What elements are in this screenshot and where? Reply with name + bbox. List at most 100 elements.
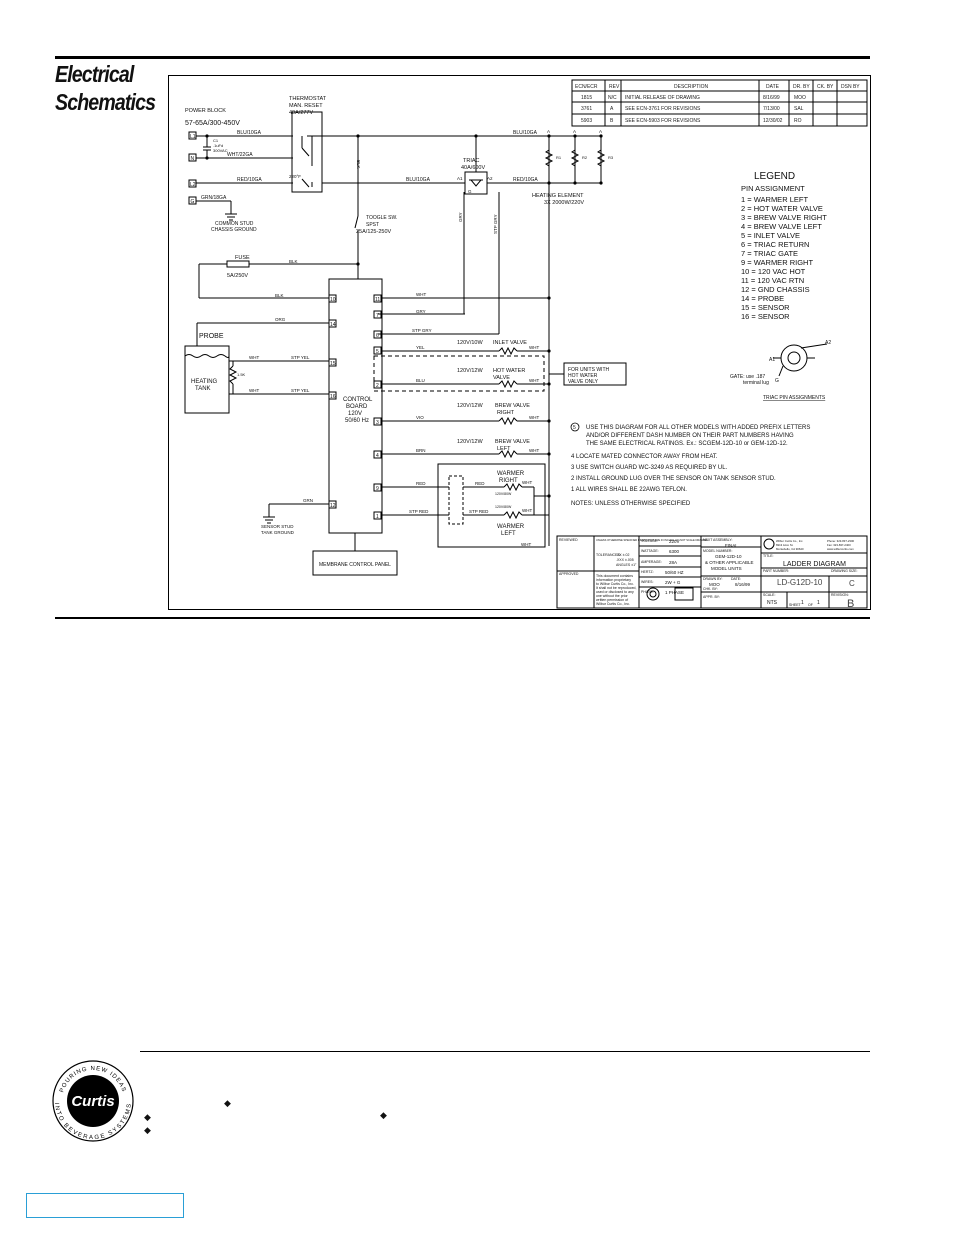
tb-hertz-label: HERTZ: [641, 570, 654, 574]
pin-3-label: 3 [376, 420, 379, 426]
legend-item-2: 2 = HOT WATER VALVE [741, 204, 823, 213]
wire-probe-wht1: WHT [249, 355, 259, 360]
warmer-left-1: WARMER [497, 524, 525, 530]
heating-tank [184, 345, 230, 414]
tb-company3: Montebello, CA 90640 [776, 547, 804, 551]
tb-phone1: Phone: 323-837-2300 [827, 539, 855, 543]
sensor-ground-2: TANK GROUND [261, 530, 295, 535]
inlet-rating: 120V/10W [457, 340, 483, 346]
wire-stp-gry-6: STP GRY [412, 328, 432, 333]
schematic-frame: ECN/ECR REV DESCRIPTION DATE DR. BY CK. … [168, 75, 871, 610]
tb-drawn: MOO [709, 582, 720, 587]
tb-prop3: to Wilbur Curtis Co., Inc. [596, 582, 634, 586]
tb-prop6: one without the prior [596, 594, 629, 598]
note-5-line1: USE THIS DIAGRAM FOR ALL OTHER MODELS WI… [586, 425, 810, 431]
membrane-label: MEMBRANE CONTROL PANEL [319, 562, 391, 568]
sensor-ground-1: SENSOR STUD [261, 524, 294, 529]
tb-of: OF [808, 603, 813, 607]
legend-item-4: 4 = BREW VALVE LEFT [741, 222, 822, 231]
tb-amps: 28A [669, 560, 677, 565]
note-5-line2: AND/OR DIFFERENT DASH NUMBER ON THEIR PA… [586, 433, 794, 439]
rev-header-dsn: DSN BY [841, 84, 860, 90]
tb-prop8: Wilbur Curtis Co., Inc. [596, 602, 630, 606]
triac-line1: TRIAC [463, 158, 480, 164]
rev-row1-dr: MOO [794, 95, 806, 101]
note-2: 2 INSTALL GROUND LUG OVER THE SENSOR ON … [571, 476, 776, 482]
tb-rev-label: REVISION: [831, 593, 849, 597]
wire-triac-gry: GRY [458, 212, 463, 222]
logo-name: Curtis [71, 1093, 114, 1110]
bottom-rule [55, 617, 870, 619]
tb-phone3: www.wilburcurtis.com [827, 547, 854, 551]
warmer-right-2: RIGHT [499, 478, 518, 484]
wire-triac-blu: BLU/10GA [406, 177, 431, 183]
tb-hertz: 50/60 HZ [665, 570, 684, 575]
tb-sheet: 1 [801, 600, 804, 606]
triac-legend-title: TRIAC PIN ASSIGNMENTS [763, 395, 826, 401]
tb-size-label: DRAWING SIZE: [831, 569, 858, 573]
hot-name1: HOT WATER [493, 368, 525, 374]
wire-wht-3: WHT [529, 415, 539, 420]
warmer-left-rating: 120V/80W [495, 505, 512, 509]
power-block-label: POWER BLOCK [185, 108, 226, 114]
terminal-l1-label: L1 [190, 134, 196, 140]
tb-wires: 2W + G [665, 580, 681, 585]
legend-item-6: 6 = TRIAC RETURN [741, 240, 809, 249]
rev-row1-ecn: 1815 [581, 95, 592, 101]
page-number-box [26, 1193, 184, 1218]
heating-r3: R3 [608, 155, 614, 160]
triac-a1: A1 [457, 176, 463, 181]
wire-wht-4: WHT [529, 448, 539, 453]
footer-diamond-1-icon: ◆ [224, 1098, 231, 1108]
pin-11-label: 11 [375, 297, 380, 303]
tb-wires-label: WIRES: [641, 580, 653, 584]
tb-phase: 1 PHASE [665, 590, 684, 595]
revision-table [571, 79, 868, 127]
cap-value: .1uFd [213, 143, 223, 148]
membrane-control-panel[interactable] [312, 550, 398, 576]
ladder-diagram: ECN/ECR REV DESCRIPTION DATE DR. BY CK. … [184, 79, 868, 609]
footer-diamond-2-icon: ◆ [144, 1112, 151, 1122]
legend-item-7: 7 = TRIAC GATE [741, 249, 798, 258]
thermostat-line1: THERMOSTAT [289, 96, 327, 102]
toggle-line3: 25A/125-250V [356, 229, 391, 235]
pin-1-label: 1 [376, 514, 379, 520]
rev-row2-rev: A [610, 106, 614, 112]
tb-tol4: ANGLES ±1° [616, 563, 637, 567]
tb-approved-label: APPR. BY: [703, 595, 720, 599]
wire-blu-2: BLU [416, 378, 425, 383]
rev-row2-ecn: 3761 [581, 106, 592, 112]
tb-tol1: TOLERANCES: [596, 553, 621, 557]
tb-approved: APPROVED [559, 572, 579, 576]
footer-diamond-3-icon: ◆ [380, 1110, 387, 1120]
legend-item-9: 10 = 120 VAC HOT [741, 267, 806, 276]
note-circ: 5 [573, 425, 576, 431]
note-5-line3: THE SAME ELECTRICAL RATINGS. Ex.: SCGEM-… [586, 441, 788, 447]
wire-l1-right-blu: BLU/10GA [513, 130, 538, 136]
rev-header-dr: DR. BY [793, 84, 810, 90]
wire-vio-3: VIO [416, 415, 424, 420]
legend-item-13: 15 = SENSOR [741, 303, 790, 312]
tb-scale-label: SCALE: [763, 593, 775, 597]
legend-item-8: 9 = WARMER RIGHT [741, 258, 813, 267]
rev-header-date: DATE [766, 84, 780, 90]
tb-rev: B [847, 598, 854, 609]
wire-triac-red: RED/10GA [513, 177, 538, 183]
page-title-line2: Schematics [55, 89, 156, 115]
wire-stp-red-1: STP RED [409, 509, 429, 514]
pin-10-label: 10 [330, 297, 336, 303]
note-4: 4 LOCATE MATED CONNECTOR AWAY FROM HEAT. [571, 454, 718, 460]
rev-row3-dr: RO [794, 118, 802, 124]
pin-16-label: 16 [330, 394, 336, 400]
triac-legend-g: G [775, 378, 779, 384]
triac-a2: A2 [487, 176, 493, 181]
power-block-rating: 57-65A/300-450V [185, 120, 240, 127]
tb-tol2: .XX ±.02 [616, 553, 629, 557]
legend-item-10: 11 = 120 VAC RTN [741, 276, 804, 285]
rev-row3-ecn: 5903 [581, 118, 592, 124]
wire-l1-blu: BLU/10GA [237, 130, 262, 136]
warmer-connector [448, 475, 464, 525]
rev-row2-desc: SEE ECN-3761 FOR REVISIONS [625, 106, 701, 112]
brew-right-rating: 120V/12W [457, 403, 483, 409]
tb-sheets: 1 [817, 600, 820, 606]
